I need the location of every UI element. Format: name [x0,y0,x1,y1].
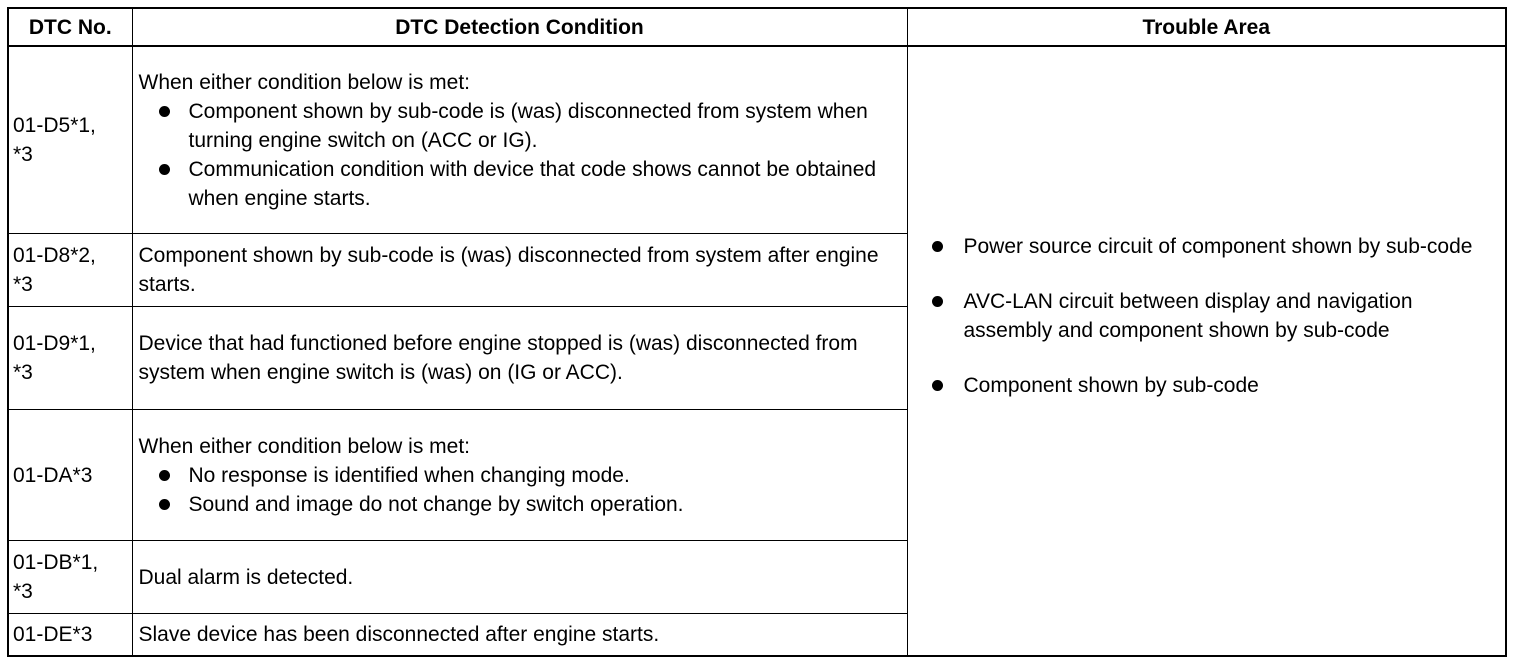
dtc-number-cell: 01-D9*1, *3 [7,306,133,411]
condition-intro: When either condition below is met: [138,434,471,458]
condition-bullet: No response is identified when changing … [139,461,901,490]
table-row: 01-DA*3 When either condition below is m… [7,409,1506,542]
trouble-area-list: Power source circuit of component shown … [922,232,1502,400]
condition-list: No response is identified when changing … [139,461,901,519]
trouble-area-cell: Power source circuit of component shown … [906,45,1507,657]
header-detection-condition: DTC Detection Condition [131,7,908,47]
condition-bullet: Sound and image do not change by switch … [139,490,901,519]
dtc-number-suffix: *3 [13,273,33,297]
dtc-number-suffix: *3 [13,361,33,385]
dtc-number: 01-D9*1, [13,332,96,356]
table-row: 01-D8*2, *3 Component shown by sub-code … [7,233,1506,308]
trouble-area-item: Component shown by sub-code [922,371,1502,400]
dtc-number: 01-D8*2, [13,244,96,268]
condition-cell: When either condition below is met: Comp… [131,45,908,235]
header-dtc-no: DTC No. [7,7,133,47]
dtc-number-cell: 01-D8*2, *3 [7,233,133,308]
condition-cell: Slave device has been disconnected after… [131,613,908,657]
dtc-number-suffix: *3 [13,580,33,604]
dtc-number-cell: 01-DE*3 [7,613,133,657]
trouble-area-item: Power source circuit of component shown … [922,232,1502,261]
dtc-number: 01-DA*3 [13,463,93,487]
dtc-number-suffix: *3 [13,143,33,167]
dtc-number: 01-DE*3 [13,623,93,647]
dtc-number-cell: 01-DA*3 [7,409,133,542]
condition-bullet: Communication condition with device that… [139,155,901,213]
dtc-number-cell: 01-DB*1, *3 [7,540,133,615]
header-trouble-area: Trouble Area [906,7,1507,47]
table-row: 01-D9*1, *3 Device that had functioned b… [7,306,1506,411]
condition-cell: Component shown by sub-code is (was) dis… [131,233,908,308]
dtc-number: 01-DB*1, [13,551,99,575]
condition-cell: Device that had functioned before engine… [131,306,908,411]
dtc-number: 01-D5*1, [13,114,96,138]
header-row: DTC No. DTC Detection Condition Trouble … [7,7,1507,47]
dtc-table: DTC No. DTC Detection Condition Trouble … [7,7,1507,657]
table-row: 01-DE*3 Slave device has been disconnect… [7,613,1506,657]
table-row: 01-D5*1, *3 When either condition below … [7,45,1507,657]
condition-cell: Dual alarm is detected. [131,540,908,615]
condition-bullet: Component shown by sub-code is (was) dis… [139,97,901,155]
condition-cell: When either condition below is met: No r… [131,409,908,542]
dtc-number-cell: 01-D5*1, *3 [7,45,133,235]
condition-intro: When either condition below is met: [138,70,471,94]
condition-list: Component shown by sub-code is (was) dis… [139,97,901,213]
trouble-area-item: AVC-LAN circuit between display and navi… [922,287,1502,345]
table-row: 01-DB*1, *3 Dual alarm is detected. [7,540,1506,615]
